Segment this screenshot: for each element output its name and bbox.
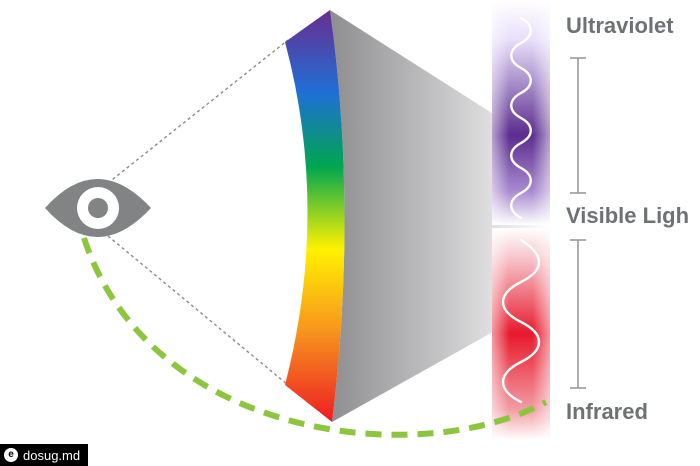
visible-spectrum-band <box>285 10 345 422</box>
sine-wave-icon <box>510 16 532 220</box>
bracket-icon <box>570 57 586 194</box>
infrared-label: Infrared <box>566 399 648 424</box>
infrared-band <box>492 228 550 440</box>
infrared-invisible-path <box>81 237 548 438</box>
bracket-icon <box>570 239 586 389</box>
watermark-logo-icon: e <box>4 448 18 462</box>
ultraviolet-band <box>492 0 550 225</box>
visible-light-label: Visible Ligh <box>566 203 690 228</box>
watermark-text: dosug.md <box>23 447 81 463</box>
sine-wave-icon <box>502 238 540 404</box>
sight-line-top <box>107 39 289 184</box>
eye-icon <box>45 179 151 237</box>
sight-line-bottom <box>107 235 289 386</box>
ultraviolet-label: Ultraviolet <box>566 13 674 38</box>
watermark: e dosug.md <box>0 444 89 466</box>
